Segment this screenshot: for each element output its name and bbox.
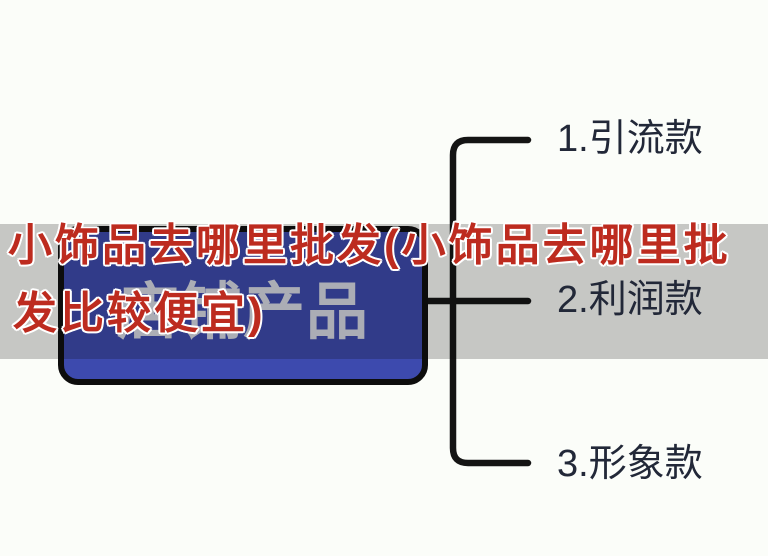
branch-label-2: 2.利润款: [557, 279, 703, 321]
root-node-box: 店铺产品: [58, 226, 428, 385]
branch-label-3: 3.形象款: [557, 443, 703, 485]
root-node-label: 店铺产品: [116, 277, 369, 347]
title-backdrop-band: [0, 224, 768, 359]
branch-label-1: 1.引流款: [557, 118, 703, 160]
